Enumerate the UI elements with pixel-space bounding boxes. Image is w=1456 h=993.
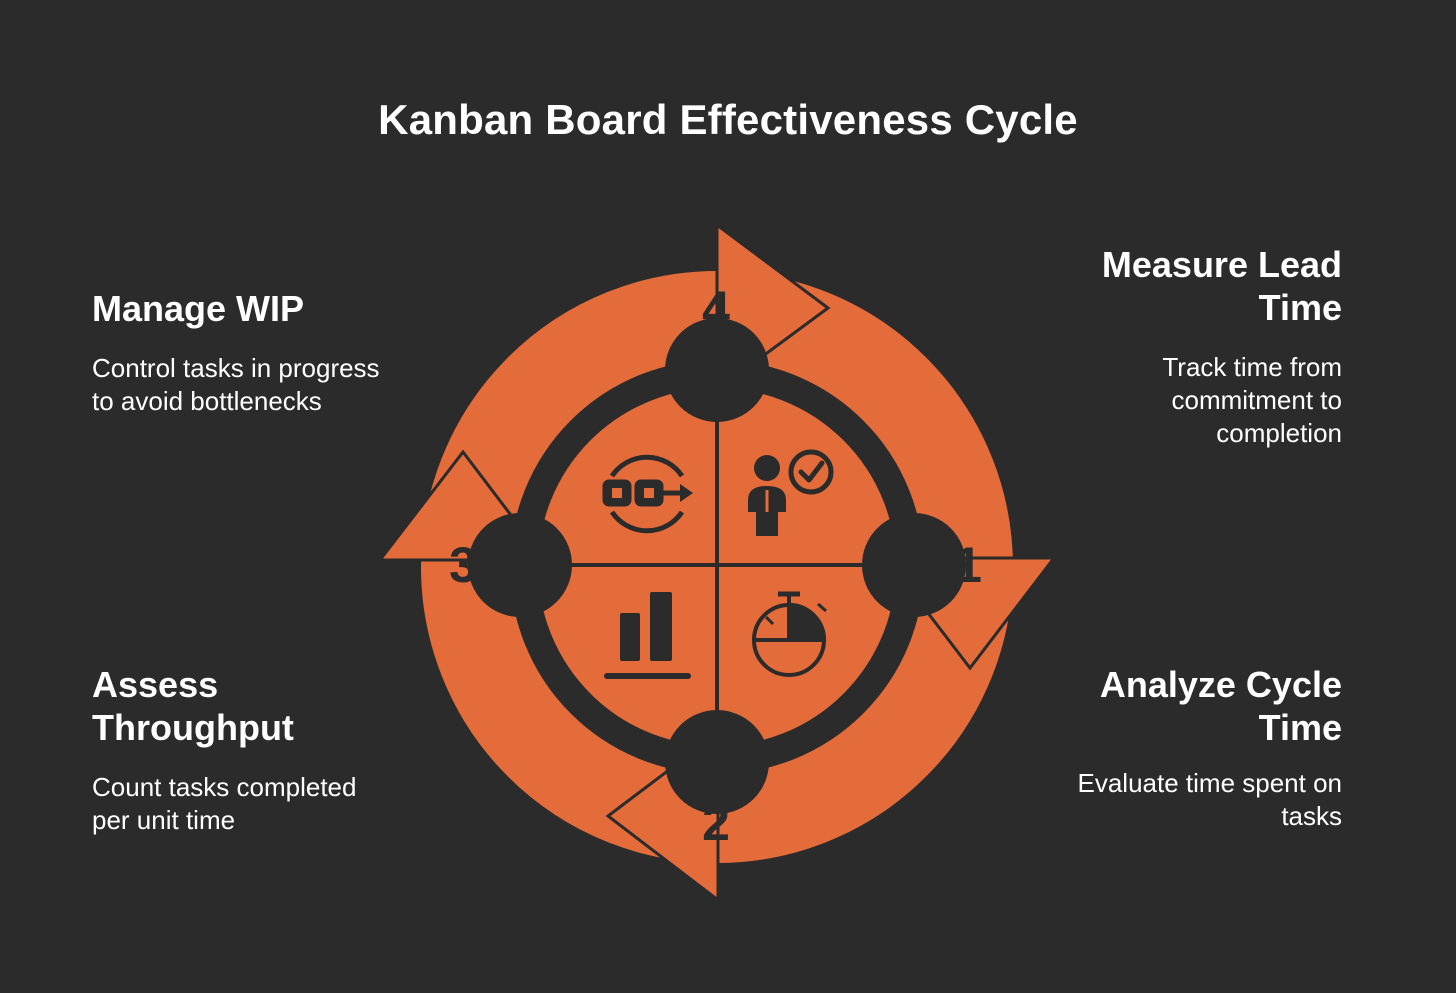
stopwatch-icon: [752, 591, 827, 677]
step-number-2: 2: [702, 795, 730, 851]
step-description: Control tasks in progress to avoid bottl…: [92, 353, 380, 416]
step-heading: Assess Throughput: [92, 664, 294, 748]
step-analyze-cycle-time: Analyze Cycle Time Evaluate time spent o…: [1042, 663, 1343, 833]
notch-right: [862, 513, 966, 617]
bar-chart-icon: [604, 592, 691, 679]
step-number-1: 1: [954, 537, 982, 593]
step-assess-throughput: Assess Throughput Count tasks completed …: [92, 663, 392, 837]
step-description: Evaluate time spent on tasks: [1077, 768, 1343, 831]
workflow-cycle-icon: [602, 454, 693, 534]
step-manage-wip: Manage WIP Control tasks in progress to …: [92, 287, 392, 418]
step-number-4: 4: [702, 281, 730, 337]
step-heading: Analyze Cycle Time: [1099, 664, 1342, 748]
diagram-title: Kanban Board Effectiveness Cycle: [378, 96, 1078, 143]
step-description: Count tasks completed per unit time: [92, 772, 357, 835]
step-heading: Measure Lead Time: [1101, 244, 1342, 328]
notch-top: [665, 318, 769, 422]
notch-bottom: [665, 710, 769, 814]
step-description: Track time from commitment to completion: [1162, 352, 1342, 448]
notch-left: [468, 513, 572, 617]
step-measure-lead-time: Measure Lead Time Track time from commit…: [1042, 243, 1342, 450]
person-check-icon: [748, 449, 834, 536]
step-number-3: 3: [449, 537, 477, 593]
step-heading: Manage WIP: [92, 288, 305, 329]
